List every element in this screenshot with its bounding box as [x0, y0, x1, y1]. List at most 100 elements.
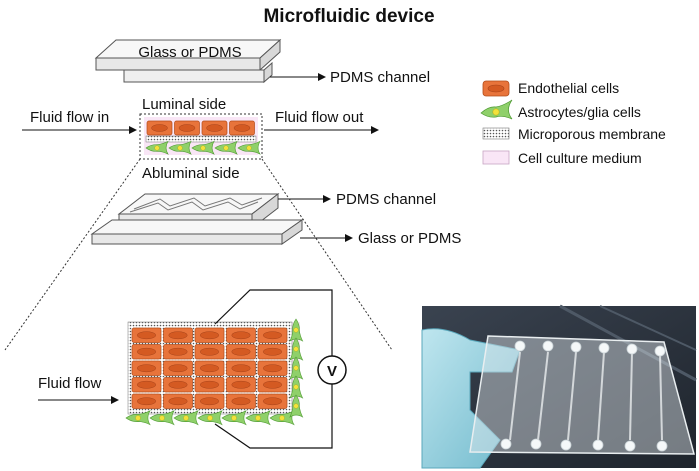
endothelial-nucleus — [262, 331, 283, 340]
top-channel-label: PDMS channel — [330, 69, 430, 86]
legend-label: Astrocytes/glia cells — [518, 104, 641, 120]
endothelial-nucleus — [136, 397, 157, 406]
endothelial-nucleus — [199, 397, 220, 406]
zoom-line-right — [261, 158, 393, 351]
endothelial-cell — [229, 120, 255, 136]
endothelial-cell — [257, 344, 288, 360]
fluid-flow-label: Fluid flow — [38, 375, 102, 392]
endothelial-cell — [163, 377, 193, 393]
endothelial-cell — [226, 393, 256, 409]
endothelial-nucleus — [136, 331, 157, 340]
bottom-channel-label: PDMS channel — [336, 191, 436, 208]
endothelial-cell — [194, 377, 225, 393]
legend-item-astrocyte: Astrocytes/glia cells — [480, 99, 641, 120]
endothelial-cell — [226, 327, 256, 343]
legend-item-membrane: Microporous membrane — [482, 126, 666, 142]
astrocyte-nucleus — [231, 415, 237, 421]
endothelial-nucleus — [178, 124, 196, 132]
astrocyte-nucleus — [255, 415, 261, 421]
small-membrane — [145, 135, 257, 143]
endothelial-cell — [257, 327, 288, 343]
teer-circuit: V — [214, 289, 347, 449]
top-pdms-channel — [123, 61, 273, 84]
astrocyte-cell — [221, 410, 247, 426]
astrocyte-nucleus — [293, 365, 299, 371]
endothelial-cell — [131, 344, 162, 360]
astrocyte-nucleus — [177, 145, 183, 151]
astrocyte-cell — [237, 140, 261, 155]
endothelial-nucleus — [262, 380, 283, 389]
astrocyte-cell — [173, 410, 199, 426]
legend-label: Microporous membrane — [518, 126, 666, 142]
astrocyte-nucleus — [293, 403, 299, 409]
endothelial-cell — [194, 344, 225, 360]
endothelial-nucleus — [168, 380, 188, 389]
voltmeter-icon — [317, 355, 347, 385]
astrocyte-nucleus — [207, 415, 213, 421]
astrocyte-nucleus — [223, 145, 229, 151]
astrocyte-cell — [149, 410, 175, 426]
endothelial-nucleus — [168, 347, 188, 356]
astrocyte-cell — [197, 410, 223, 426]
endothelial-nucleus — [199, 331, 220, 340]
endothelial-cell — [131, 377, 162, 393]
bottom-glass-slab — [90, 219, 304, 245]
endothelial-cell — [163, 393, 193, 409]
endothelial-cell — [194, 360, 225, 376]
endothelial-cell — [146, 120, 173, 136]
small-astrocyte-layer — [145, 140, 261, 155]
astrocyte-cell — [245, 410, 271, 426]
endothelial-cell — [174, 120, 200, 136]
legend: Endothelial cells Astrocytes/glia cells … — [480, 80, 666, 166]
legend-item-endothelial: Endothelial cells — [482, 80, 619, 97]
legend-item-medium: Cell culture medium — [482, 150, 642, 166]
astrocyte-cell — [289, 375, 304, 399]
top-slab-label: Glass or PDMS — [138, 44, 241, 61]
legend-label: Endothelial cells — [518, 80, 619, 96]
endothelial-nucleus — [199, 364, 220, 373]
endothelial-nucleus — [168, 397, 188, 406]
astrocyte-cell — [289, 394, 304, 418]
flow-in-label: Fluid flow in — [30, 109, 109, 126]
endothelial-nucleus — [136, 364, 157, 373]
endothelial-cell — [226, 360, 256, 376]
endothelial-nucleus — [151, 124, 168, 132]
endothelial-nucleus — [168, 331, 188, 340]
astrocyte-nucleus — [159, 415, 165, 421]
device-photo — [421, 304, 697, 469]
cross-section-box — [139, 113, 263, 160]
endothelial-nucleus — [262, 347, 283, 356]
astrocyte-nucleus — [246, 145, 252, 151]
legend-label: Cell culture medium — [518, 150, 642, 166]
astrocyte-nucleus — [293, 346, 299, 352]
endothelial-cell — [163, 360, 193, 376]
endothelial-cell — [131, 393, 162, 409]
endothelial-cell — [226, 344, 256, 360]
endothelial-nucleus — [231, 364, 251, 373]
endothelial-nucleus — [262, 397, 283, 406]
luminal-side-label: Luminal side — [142, 96, 226, 113]
endothelial-cell — [131, 327, 162, 343]
endothelial-cell — [257, 360, 288, 376]
enlarged-astrocyte-column-right — [289, 318, 304, 418]
endothelial-nucleus — [199, 380, 220, 389]
astrocyte-nucleus — [293, 327, 299, 333]
endothelial-cell — [257, 377, 288, 393]
astrocyte-nucleus — [154, 145, 160, 151]
endothelial-cell — [131, 360, 162, 376]
endothelial-nucleus — [262, 364, 283, 373]
endothelial-nucleus — [233, 124, 251, 132]
endothelial-nucleus — [206, 124, 223, 132]
endothelial-nucleus — [231, 397, 251, 406]
endothelial-nucleus — [199, 347, 220, 356]
endothelial-nucleus — [136, 347, 157, 356]
small-endothelial-layer — [146, 120, 255, 136]
zoom-line-left — [4, 158, 141, 351]
bottom-slab-label: Glass or PDMS — [358, 230, 461, 247]
astrocyte-nucleus — [293, 384, 299, 390]
voltmeter-label: V — [327, 363, 337, 380]
astrocyte-cell — [168, 140, 192, 155]
chip-body — [469, 335, 695, 455]
astrocyte-cell — [191, 140, 215, 155]
